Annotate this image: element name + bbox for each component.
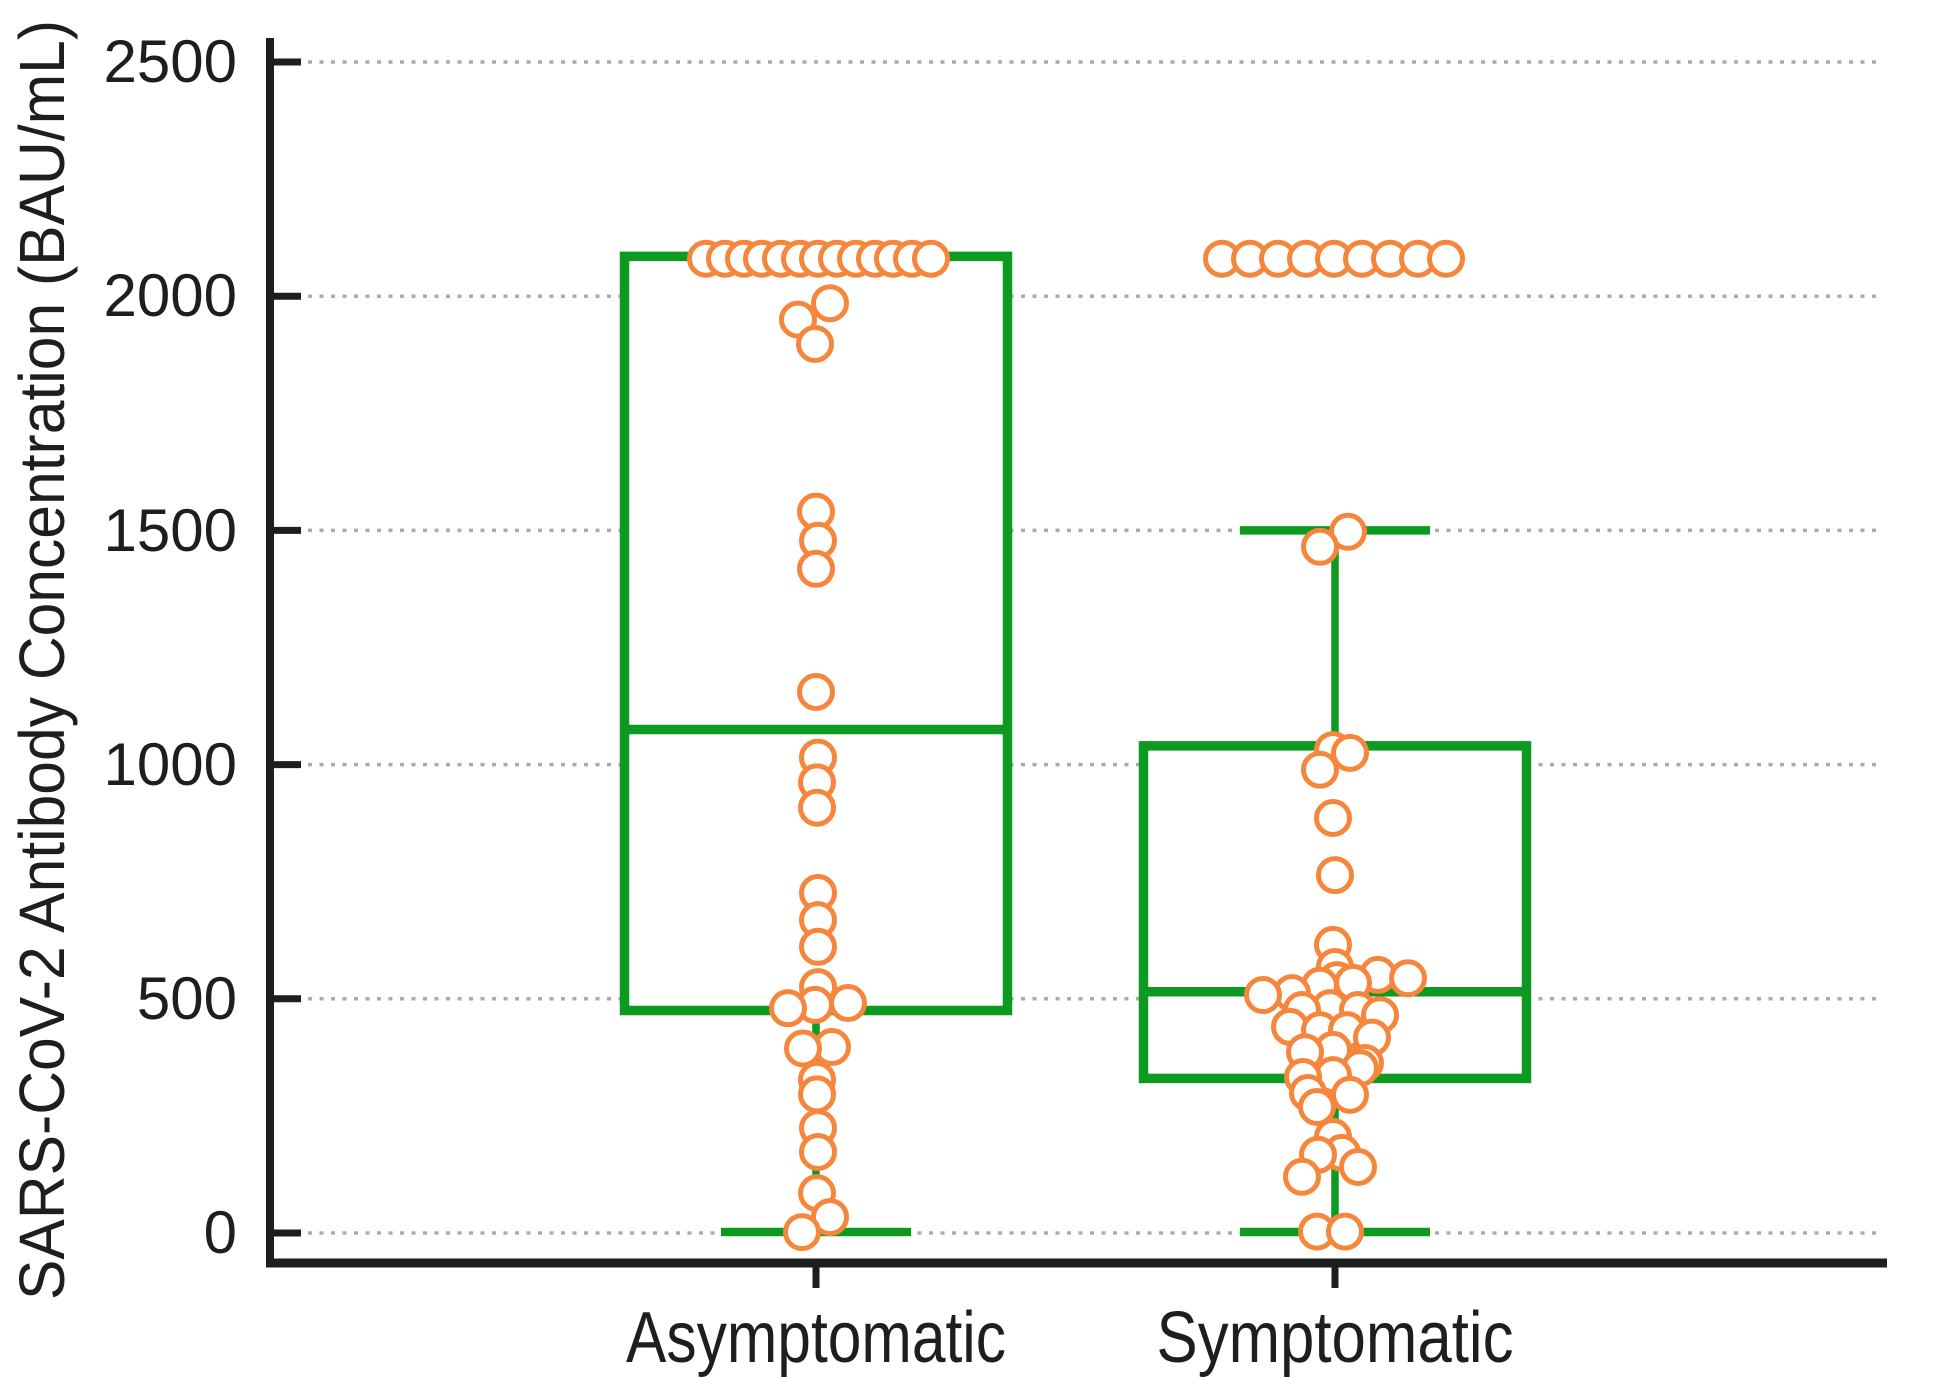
data-point-asymptomatic	[798, 1075, 836, 1114]
y-tick-label-500: 500	[137, 965, 237, 1032]
data-point-asymptomatic	[796, 324, 834, 363]
data-point-asymptomatic	[798, 788, 836, 827]
y-tick-label-1000: 1000	[104, 731, 237, 798]
data-point-asymptomatic	[797, 672, 835, 711]
data-point-symptomatic	[1314, 798, 1352, 837]
gridlines-layer	[270, 58, 1877, 1237]
data-point-symptomatic	[1283, 1157, 1321, 1196]
data-point-asymptomatic	[769, 989, 807, 1028]
data-point-symptomatic	[1298, 1088, 1336, 1127]
data-point-asymptomatic	[797, 549, 835, 588]
data-points-layer	[687, 239, 1465, 1252]
data-point-asymptomatic	[784, 1029, 822, 1068]
data-point-asymptomatic	[799, 927, 837, 966]
data-point-symptomatic	[1389, 959, 1427, 998]
x-category-label-symptomatic: Symptomatic	[1157, 1298, 1514, 1377]
data-point-symptomatic	[1301, 750, 1339, 789]
data-point-asymptomatic	[811, 284, 849, 323]
data-point-asymptomatic	[912, 239, 950, 278]
data-point-asymptomatic	[799, 1132, 837, 1171]
x-category-label-asymptomatic: Asymptomatic	[626, 1298, 1006, 1377]
data-point-asymptomatic	[829, 984, 867, 1023]
data-point-asymptomatic	[783, 1213, 821, 1252]
y-tick-label-2500: 2500	[104, 28, 237, 95]
y-tick-label-1500: 1500	[104, 497, 237, 564]
y-axis-title: SARS-CoV-2 Antibody Concentration (BAU/m…	[6, 20, 78, 1300]
data-point-symptomatic	[1316, 856, 1354, 895]
boxes-layer	[619, 251, 1532, 1237]
data-point-symptomatic	[1326, 1212, 1364, 1251]
axes-layer	[266, 38, 1887, 1288]
y-tick-label-0: 0	[204, 1199, 237, 1266]
data-point-symptomatic	[1301, 527, 1339, 566]
y-tick-label-2000: 2000	[104, 262, 237, 329]
data-point-symptomatic	[1427, 239, 1465, 278]
data-point-symptomatic	[1331, 733, 1369, 772]
data-point-symptomatic	[1244, 976, 1282, 1015]
data-point-symptomatic	[1331, 1075, 1369, 1114]
data-point-symptomatic	[1339, 1147, 1377, 1186]
